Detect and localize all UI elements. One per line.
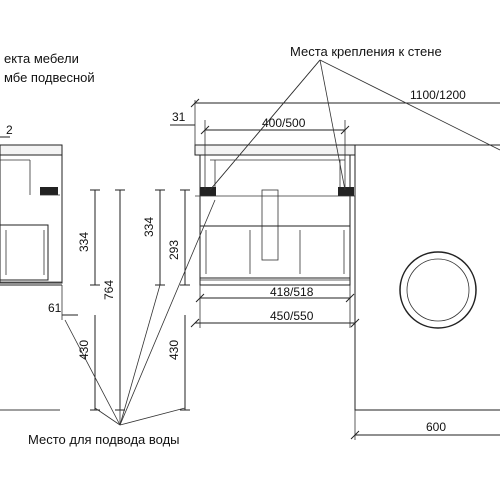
dim-334-right: 334 bbox=[142, 217, 156, 237]
middle-wall-mount-right bbox=[338, 187, 354, 196]
washing-machine-door-inner bbox=[406, 258, 470, 322]
dim-430-right: 430 bbox=[167, 340, 181, 360]
washing-machine bbox=[354, 144, 500, 411]
middle-cabinet bbox=[194, 144, 356, 286]
dim-400-500: 400/500 bbox=[262, 116, 306, 130]
left-cabinet-body bbox=[0, 154, 63, 284]
dim-334-left: 334 bbox=[77, 232, 91, 252]
dim-2: 2 bbox=[6, 123, 13, 137]
middle-cabinet-body bbox=[199, 154, 351, 286]
dim-1100-1200: 1100/1200 bbox=[410, 88, 466, 102]
kit-label-line2: мбе подвесной bbox=[4, 70, 95, 85]
washing-machine-body bbox=[354, 144, 500, 411]
washing-machine-door-outer bbox=[399, 251, 477, 329]
water-supply-label: Место для подвода воды bbox=[28, 432, 180, 447]
dim-600: 600 bbox=[426, 420, 446, 434]
dim-430-left: 430 bbox=[77, 340, 91, 360]
left-countertop bbox=[0, 144, 63, 156]
water-supply-leaders bbox=[64, 199, 216, 426]
middle-wall-mount-left bbox=[200, 187, 216, 196]
dim-764: 764 bbox=[102, 280, 116, 300]
dim-418-518: 418/518 bbox=[270, 285, 314, 299]
wall-mount-leaders bbox=[209, 59, 500, 191]
middle-drawer bbox=[199, 225, 351, 279]
siphon bbox=[261, 189, 279, 261]
dim-31: 31 bbox=[172, 110, 186, 124]
left-wall-mount bbox=[40, 187, 58, 195]
dim-61: 61 bbox=[48, 301, 62, 315]
dim-293: 293 bbox=[167, 240, 181, 260]
left-cabinet bbox=[0, 144, 63, 286]
kit-label-line1: ектa мебели bbox=[4, 51, 79, 66]
dim-450-550: 450/550 bbox=[270, 309, 314, 323]
left-drawer bbox=[0, 224, 49, 281]
wall-mounts-label: Места крепления к стене bbox=[290, 44, 442, 59]
middle-countertop bbox=[194, 144, 356, 156]
left-vertical-dims: 334 764 430 61 334 293 430 bbox=[48, 189, 190, 411]
